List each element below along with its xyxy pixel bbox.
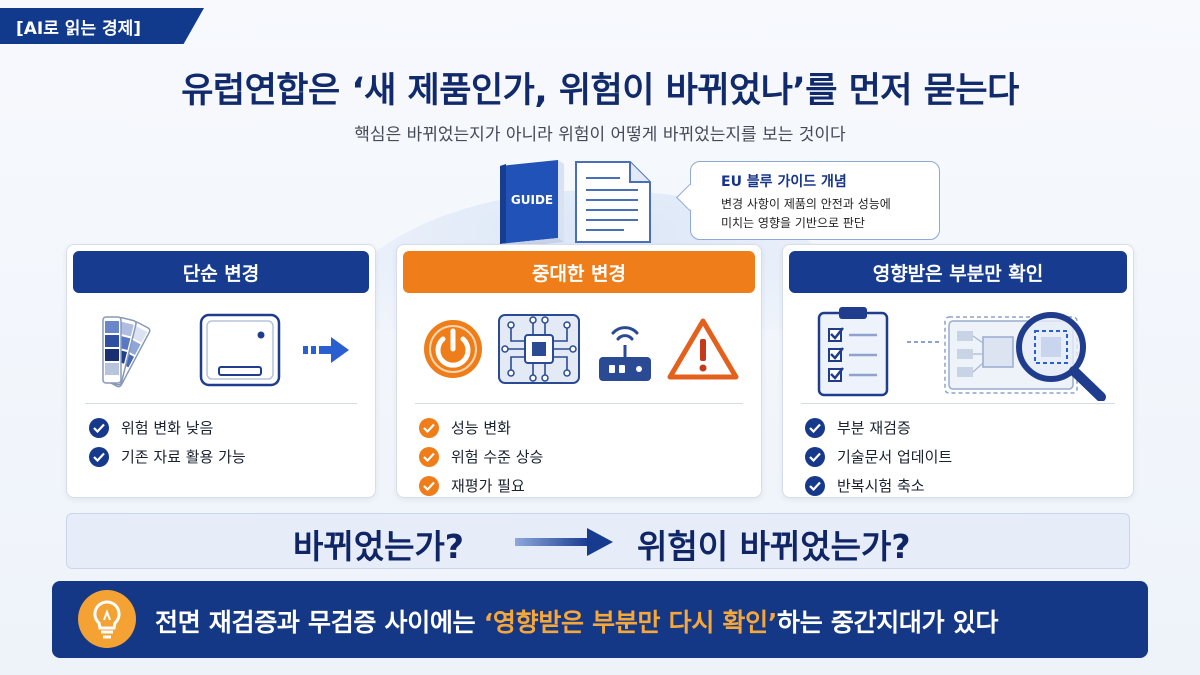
bubble-text: 변경 사항이 제품의 안전과 성능에 미치는 영향을 기반으로 판단 [721, 195, 939, 233]
list-item: 재평가 필요 [419, 471, 543, 500]
list-item: 기존 자료 활용 가능 [89, 442, 246, 471]
list-item: 위험 수준 상승 [419, 442, 543, 471]
check-icon [805, 446, 825, 467]
card-icons [67, 301, 375, 401]
circuit-chip-icon [498, 314, 580, 384]
checklist-clipboard-icon [817, 307, 889, 397]
card-divider [415, 403, 743, 404]
concept-bubble: EU 블루 가이드 개념 변경 사항이 제품의 안전과 성능에 미치는 영향을 … [690, 161, 940, 240]
card-title: 중대한 변경 [403, 251, 755, 293]
list-item-label: 기존 자료 활용 가능 [121, 448, 246, 466]
card-simple-change: 단순 변경 위험 변화 낮음 기존 자료 활용 가능 [66, 244, 376, 498]
banner-pre: 전면 재검증과 무검증 사이에는 [155, 608, 484, 637]
list-item: 위험 변화 낮음 [89, 413, 246, 442]
arrow-right-icon [303, 337, 349, 363]
color-swatch-icon [102, 316, 151, 388]
list-item: 반복시험 축소 [805, 471, 952, 500]
page-title: 유럽연합은 ‘새 제품인가, 위험이 바뀌었나’를 먼저 묻는다 [181, 71, 1019, 111]
list-item-label: 부분 재검증 [837, 419, 911, 437]
question-flow: 바뀌었는가? 위험이 바뀌었는가? [66, 513, 1130, 569]
list-item: 부분 재검증 [805, 413, 952, 442]
check-icon [805, 417, 825, 438]
card-title: 단순 변경 [73, 251, 369, 293]
check-icon [805, 475, 825, 496]
card-checklist: 위험 변화 낮음 기존 자료 활용 가능 [89, 413, 246, 471]
card-icons [783, 301, 1133, 401]
bubble-title: EU 블루 가이드 개념 [721, 174, 847, 190]
flow-to: 위험이 바뀌었는가? [637, 527, 911, 566]
list-item: 성능 변화 [419, 413, 543, 442]
check-icon [419, 417, 439, 438]
list-item-label: 위험 수준 상승 [451, 448, 544, 466]
check-icon [419, 475, 439, 496]
check-icon [89, 446, 109, 467]
list-item-label: 위험 변화 낮음 [121, 419, 214, 437]
card-checklist: 부분 재검증 기술문서 업데이트 반복시험 축소 [805, 413, 952, 500]
power-icon [424, 320, 482, 378]
card-title: 영향받은 부분만 확인 [789, 251, 1127, 293]
document-icon [575, 161, 651, 243]
dashed-connector [907, 341, 941, 343]
device-box-icon [199, 313, 281, 387]
check-icon [89, 417, 109, 438]
conclusion-banner: 전면 재검증과 무검증 사이에는 ‘영향받은 부분만 다시 확인’하는 중간지대… [52, 581, 1148, 658]
bubble-line-2: 미치는 영향을 기반으로 판단 [721, 216, 865, 230]
list-item: 기술문서 업데이트 [805, 442, 952, 471]
bubble-line-1: 변경 사항이 제품의 안전과 성능에 [721, 197, 891, 211]
flow-arrow-icon [515, 528, 613, 556]
banner-text: 전면 재검증과 무검증 사이에는 ‘영향받은 부분만 다시 확인’하는 중간지대… [155, 603, 998, 639]
wireless-router-icon [599, 326, 651, 381]
lightbulb-icon [78, 590, 136, 648]
banner-highlight: ‘영향받은 부분만 다시 확인’ [483, 608, 778, 637]
list-item-label: 재평가 필요 [451, 477, 525, 495]
card-checklist: 성능 변화 위험 수준 상승 재평가 필요 [419, 413, 543, 500]
flow-from: 바뀌었는가? [293, 527, 464, 566]
list-item-label: 성능 변화 [451, 419, 511, 437]
guide-book-icon: GUIDE [500, 160, 564, 248]
book-label: GUIDE [511, 193, 553, 207]
warning-icon [667, 318, 739, 380]
list-item-label: 기술문서 업데이트 [837, 448, 953, 466]
check-icon [419, 446, 439, 467]
card-divider [85, 403, 357, 404]
banner-post: 하는 중간지대가 있다 [777, 608, 999, 637]
card-partial-check: 영향받은 부분만 확인 [782, 244, 1134, 498]
card-major-change: 중대한 변경 [396, 244, 762, 498]
category-tag: [AI로 읽는 경제] [0, 8, 204, 44]
circuit-board-icon [944, 312, 1106, 401]
page-subtitle: 핵심은 바뀌었는지가 아니라 위험이 어떻게 바뀌었는지를 보는 것이다 [354, 125, 846, 145]
card-divider [801, 403, 1115, 404]
list-item-label: 반복시험 축소 [837, 477, 925, 495]
card-icons [397, 301, 761, 401]
